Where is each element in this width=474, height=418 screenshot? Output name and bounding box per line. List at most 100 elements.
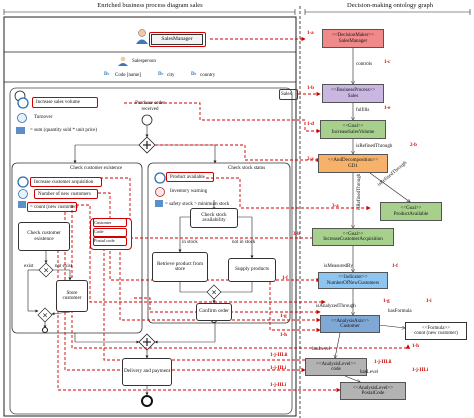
mapping-label-1h-b: 1-h xyxy=(412,344,419,349)
onto-goal-customer-acquisition-name: IncreaseCustomerAcquisition xyxy=(323,237,383,242)
task-confirm-order-label: Confirm order xyxy=(199,308,229,315)
task-store-customer[interactable]: Store customer xyxy=(56,280,88,312)
mapping-label-1d: 1-d xyxy=(307,122,314,127)
turnover-formula: = sum (quantity sold * unit price) xyxy=(30,128,97,133)
onto-and-decomposition[interactable]: <<AndDecomposition>>GD1 xyxy=(318,154,388,173)
subprocess-check-customer-title: Check customer existence xyxy=(70,166,123,171)
onto-indicator-stereotype: <<Indicator>> xyxy=(338,275,368,280)
mapping-label-1f-b: 1-f xyxy=(282,276,288,281)
mapping-highlight-sales-manager xyxy=(149,32,206,47)
lane-sales-manager[interactable]: SalesManager xyxy=(151,34,203,45)
mapping-label-2a: 2-a xyxy=(307,157,314,162)
mapping-label-1g-a: 1-g xyxy=(383,299,390,304)
onto-goal-sales-volume[interactable]: <<Goal>>IncreaseSalesVolume xyxy=(320,120,386,139)
mapping-label-1e: 1-e xyxy=(384,106,391,111)
mapping-label-1j-iiia: 1-j-III.ii xyxy=(270,353,288,358)
attr-customer: Customer xyxy=(94,220,112,225)
onto-formula[interactable]: <<Formula>>count (new customer) xyxy=(405,322,467,340)
flow-exist-label: exist xyxy=(24,264,34,269)
sales-manager-label: SalesManager xyxy=(161,35,193,42)
goal-product-available[interactable]: Product available xyxy=(170,175,205,180)
rel-is-refined-through-3: isRefinedThrough xyxy=(357,173,362,210)
onto-indicator[interactable]: <<Indicator>>NumberOfNewCustomers xyxy=(318,272,388,289)
task-delivery-payment[interactable]: Delivery and payment xyxy=(122,358,172,386)
rel-has-level-1: hasLevel xyxy=(312,347,331,352)
onto-indicator-name: NumberOfNewCustomers xyxy=(326,280,380,286)
onto-business-process-stereotype: <<BusinessProcess>> xyxy=(330,88,376,93)
customer-analysis-axis-card[interactable]: Customer Code Postal code xyxy=(90,218,132,250)
subprocess-check-stock-title: Check stock status xyxy=(228,166,266,171)
lane-salesperson[interactable]: Salesperson xyxy=(132,59,156,64)
onto-level-code-name: code xyxy=(331,367,341,372)
onto-analysis-level-code[interactable]: <<AnalysisLevel>>code xyxy=(305,358,367,376)
right-panel-title: Decision-making ontology graph xyxy=(347,2,433,9)
task-check-customer-existence[interactable]: Check customer existence xyxy=(18,222,70,251)
left-panel-title: Enriched business process diagram sales xyxy=(97,2,203,9)
mapping-label-1h: 1-h xyxy=(280,333,287,338)
mapping-highlight-new-customers xyxy=(34,189,98,199)
mapping-highlight-customer-attr xyxy=(93,218,127,227)
stock-formula: = safety stock > minimum stock xyxy=(165,202,230,207)
task-supply-products-label: Supply products xyxy=(235,266,269,273)
onto-decision-maker-name: SalesManager xyxy=(338,38,368,44)
rel-controls: controls xyxy=(356,62,373,67)
task-check-stock-label: Check stock availability xyxy=(201,211,227,223)
flow-in-stock-label: in stock xyxy=(182,240,198,245)
mapping-highlight-customer-acquisition xyxy=(30,177,102,187)
attr-code: Code xyxy=(94,229,104,234)
onto-formula-stereotype: <<Formula>> xyxy=(421,325,451,331)
task-retrieve-product[interactable]: Retrieve product from store xyxy=(152,252,208,282)
onto-goal-product-available-name: ProductAvailable xyxy=(393,211,429,217)
goal-increase-customer-acquisition[interactable]: Increase customer acquisition xyxy=(34,180,94,185)
onto-analysis-level-postal[interactable]: <<AnalysisLevel>>PostalCode xyxy=(340,382,406,400)
onto-level-postal-name: PostalCode xyxy=(361,391,385,396)
svg-text:×: × xyxy=(211,289,217,297)
onto-goal-sales-volume-name: IncreaseSalesVolume xyxy=(331,129,375,135)
rel-is-refined-through-1: isRefinedThrough xyxy=(356,144,393,149)
mapping-highlight-product-available xyxy=(166,172,214,182)
mapping-label-1a: 1-a xyxy=(307,31,314,36)
onto-analysis-axis-name: Customer xyxy=(340,324,360,329)
onto-and-decomposition-stereotype: <<AndDecomposition>> xyxy=(327,158,379,163)
task-check-customer-existence-label: Check customer existence xyxy=(27,230,61,242)
onto-goal-sales-volume-stereotype: <<Goal>> xyxy=(342,124,364,129)
mapping-label-1b-sales: 1-b xyxy=(307,86,314,91)
dimension-city-icon: Dc xyxy=(158,71,164,78)
flow-not-exist-label: not exist xyxy=(55,264,73,269)
onto-goal-customer-acquisition[interactable]: <<Goal>>IncreaseCustomerAcquisition xyxy=(312,228,394,246)
mapping-label-3b: 3-b xyxy=(293,232,300,237)
goal-increase-sales-volume[interactable]: Increase sales volume xyxy=(36,100,80,105)
onto-decision-maker[interactable]: <<DecisionMaker>>SalesManager xyxy=(322,29,384,48)
onto-business-process-name: Sales xyxy=(347,93,359,99)
indicator-turnover: Turnover xyxy=(34,115,53,120)
onto-goal-product-available[interactable]: <<Goal>>ProductAvailable xyxy=(380,202,442,221)
onto-formula-name: count (new customer) xyxy=(414,331,458,336)
task-confirm-order[interactable]: Confirm order xyxy=(196,303,232,321)
process-sales-label: Sales xyxy=(281,92,292,97)
mapping-label-1j-b: 1-j-III.i xyxy=(412,368,428,373)
onto-business-process[interactable]: <<BusinessProcess>>Sales xyxy=(322,84,384,103)
rel-fulfills: fulfills xyxy=(356,108,370,113)
mapping-label-1g-b: 1-g xyxy=(280,314,287,319)
mapping-label-2b: 2-b xyxy=(410,143,417,148)
count-formula: = count (new customer) xyxy=(30,205,78,210)
mapping-label-3a: 3-a xyxy=(332,204,339,209)
onto-and-decomposition-name: GD1 xyxy=(348,163,358,169)
rel-has-level-2: hasLevel xyxy=(360,370,379,375)
task-supply-products[interactable]: Supply products xyxy=(228,258,276,282)
mapping-label-1j-iii: 1-j-III.ii xyxy=(374,360,392,365)
mapping-highlight-sales-volume xyxy=(32,97,98,108)
dimension-icon: Dc xyxy=(104,71,110,78)
mapping-highlight-code-attr xyxy=(93,228,127,237)
task-retrieve-product-label: Retrieve product from store xyxy=(156,260,204,272)
onto-level-code-stereotype: <<AnalysisLevel>> xyxy=(315,361,357,367)
onto-level-postal-stereotype: <<AnalysisLevel>> xyxy=(352,385,394,391)
rel-is-measured-by: isMeasuredBy xyxy=(324,264,353,269)
dimension-country-icon: Dc xyxy=(191,71,197,78)
indicator-new-customers[interactable]: Number of new customers xyxy=(38,192,91,197)
flow-not-in-stock-label: not in stock xyxy=(232,240,256,245)
task-check-stock-availability[interactable]: Check stock availability xyxy=(190,208,238,228)
onto-analysis-axis[interactable]: <<AnalysisAxis>>Customer xyxy=(320,315,380,333)
lane-attr-country: country xyxy=(200,73,216,78)
indicator-inventory-warning: Inventory warning xyxy=(170,189,208,194)
